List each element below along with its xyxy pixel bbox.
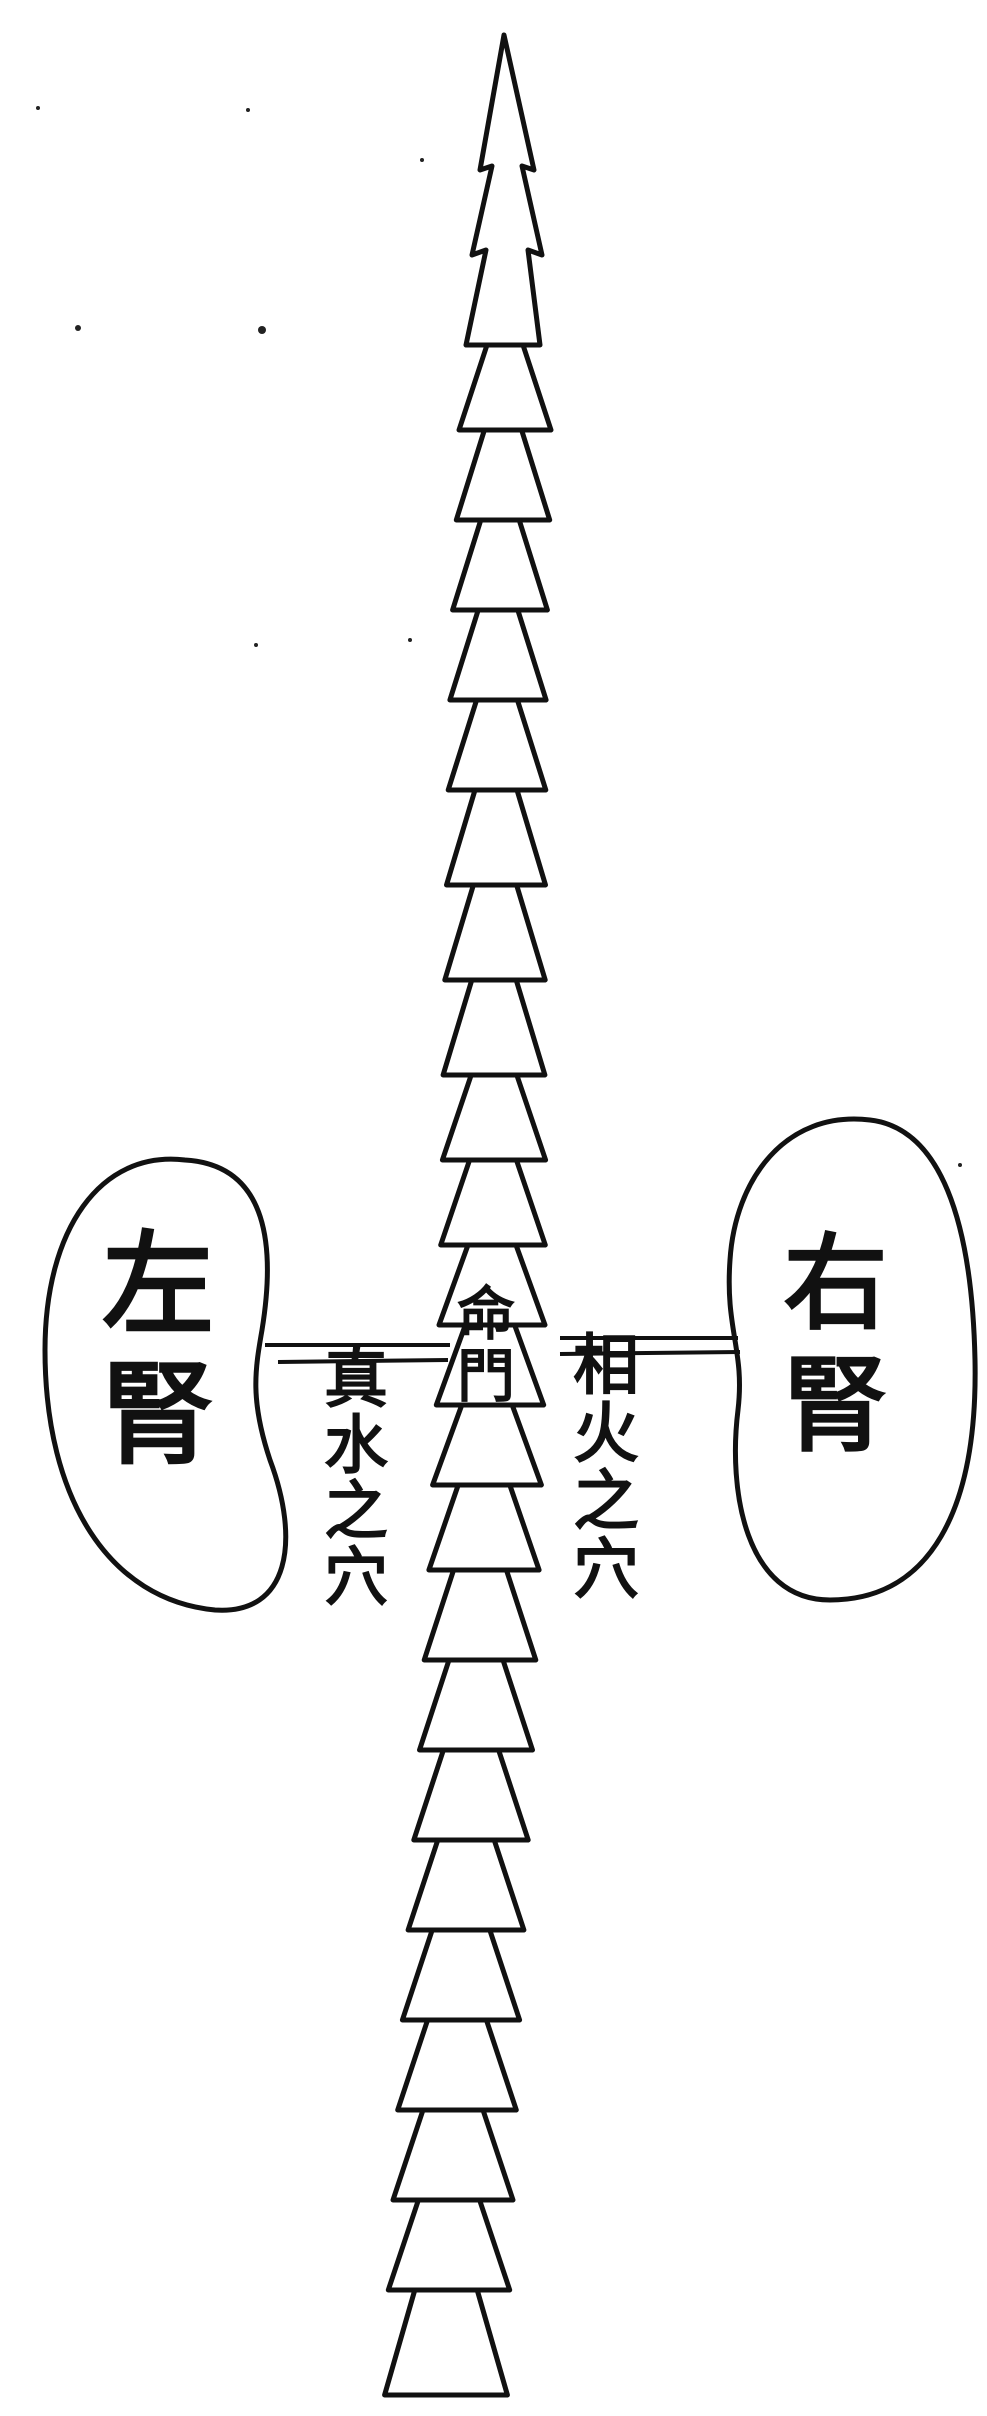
left-kidney-label: 左腎 — [83, 1225, 214, 1485]
vertebra — [395, 2017, 519, 2113]
print-specks — [36, 106, 962, 1167]
vertebra — [417, 1657, 535, 1753]
vertebra — [430, 1402, 544, 1488]
left-kidney-outline — [42, 1156, 289, 1613]
vertebra — [433, 1322, 547, 1408]
right-kidney-label: 右腎 — [765, 1228, 888, 1472]
left-connector — [265, 1343, 450, 1364]
vertebra — [440, 977, 548, 1078]
vertebra — [444, 787, 548, 888]
mingmen-label: 命門 — [447, 1283, 515, 1407]
vertebra — [447, 607, 549, 703]
vertebra — [390, 2107, 516, 2203]
vertebra — [442, 882, 548, 983]
vertebra — [456, 342, 554, 433]
vertebra — [450, 517, 550, 613]
vertebra — [453, 427, 553, 523]
spine-arrowhead — [463, 32, 545, 348]
vertebra — [439, 1072, 549, 1163]
vertebra — [405, 1837, 527, 1933]
spine — [382, 32, 554, 2398]
vertebra — [411, 1747, 531, 1843]
vertebra — [385, 2197, 513, 2293]
vertebra — [382, 2287, 510, 2398]
true-water-point-label: 真水之穴 — [313, 1345, 388, 1609]
vertebra — [445, 697, 549, 793]
right-connector — [559, 1336, 741, 1356]
vertebra — [426, 1482, 542, 1573]
vertebra — [399, 1927, 523, 2023]
right-kidney-outline — [726, 1116, 978, 1603]
vertebra — [421, 1567, 539, 1663]
ministerial-fire-point-label: 相火之穴 — [562, 1330, 640, 1602]
vertebra — [438, 1157, 548, 1248]
vertebra — [436, 1242, 548, 1328]
